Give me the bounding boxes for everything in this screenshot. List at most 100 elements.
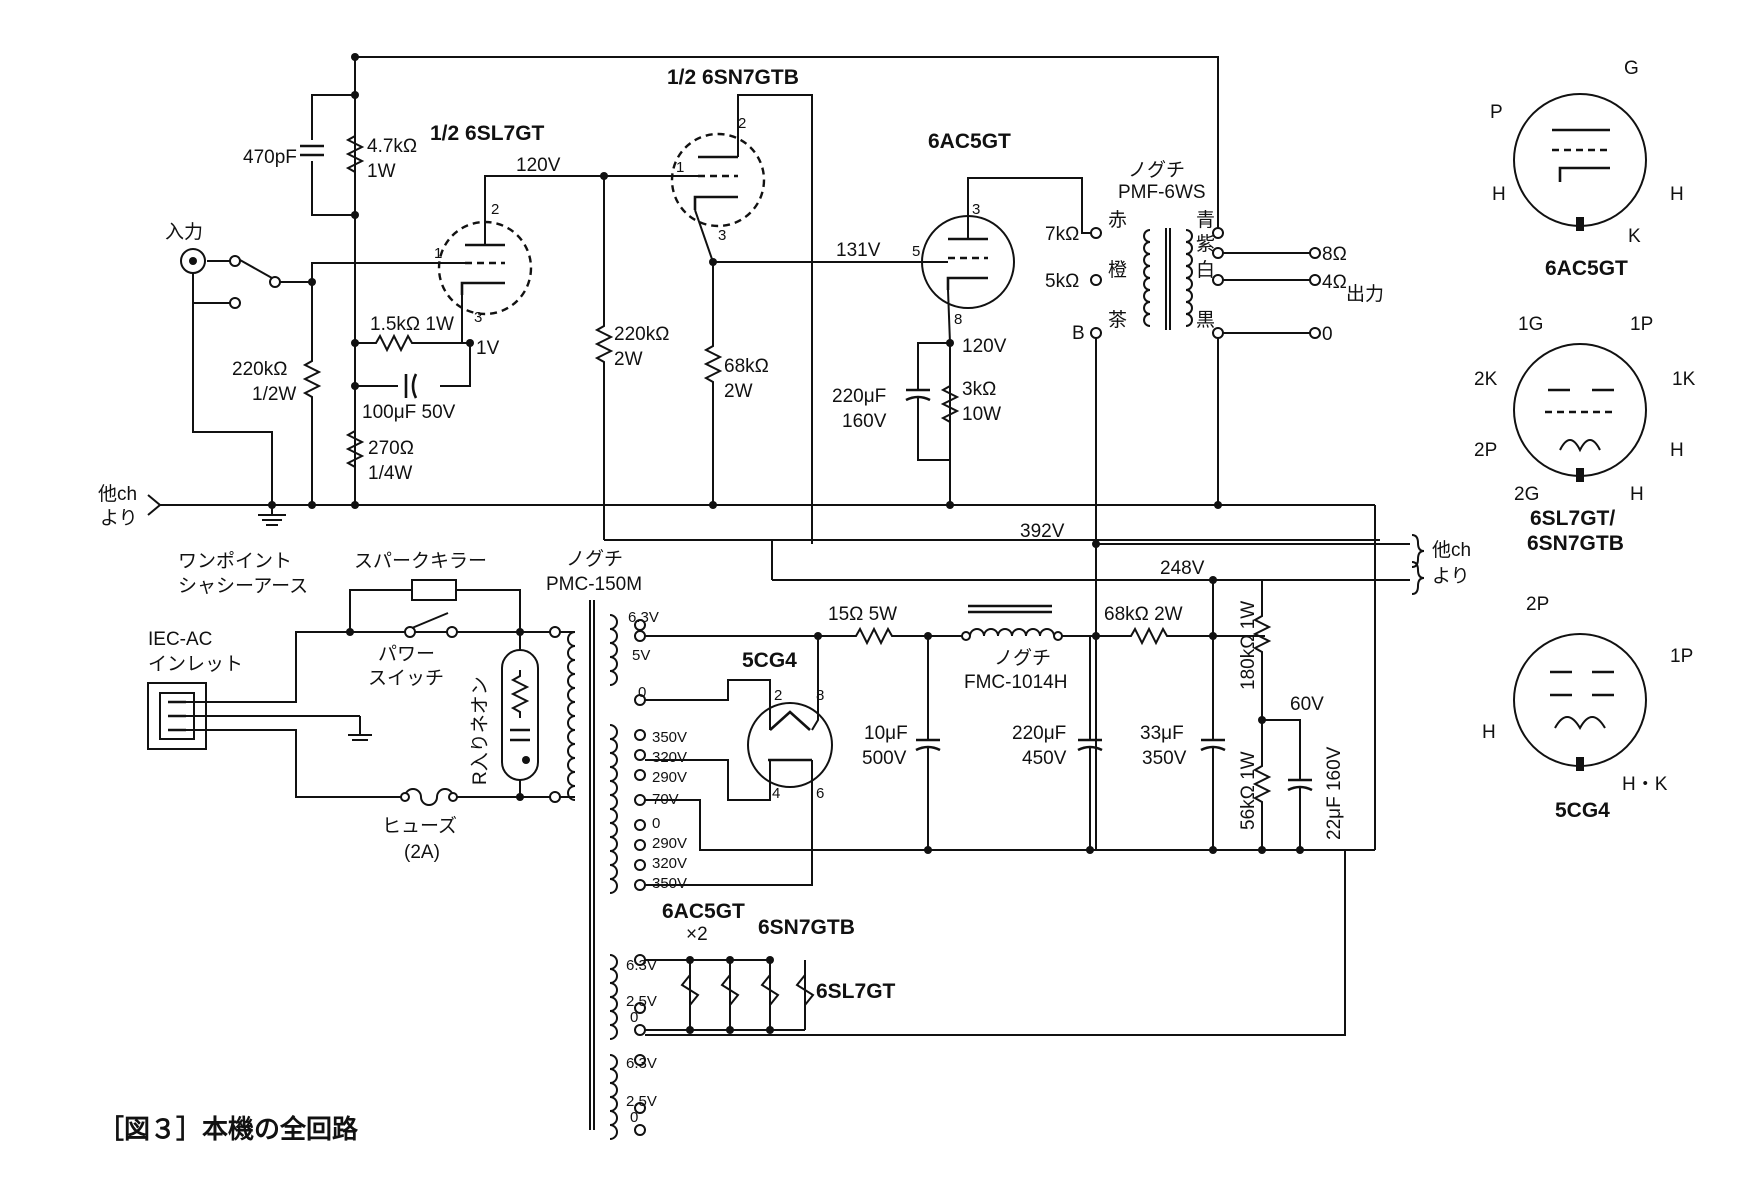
tap-0a: 0 <box>638 684 646 701</box>
r3k-watt: 10W <box>962 404 1001 425</box>
c220k-volt: 160V <box>842 411 887 432</box>
basing-2-title-1: 6SL7GT/ <box>1530 507 1615 530</box>
r220k-watt: 2W <box>614 349 643 370</box>
tap-350a: 350V <box>652 729 687 746</box>
psu-dots <box>346 628 1304 1034</box>
pin-v3-3: 3 <box>972 201 980 218</box>
basing-6ac5gt <box>1513 93 1647 231</box>
tap-320a: 320V <box>652 749 687 766</box>
basing-5cg4 <box>1513 633 1647 771</box>
heater-b-0: 0 <box>630 1109 638 1126</box>
out-0: 0 <box>1322 324 1333 345</box>
v120b-label: 120V <box>962 336 1007 357</box>
input-label: 入力 <box>165 221 203 243</box>
basing-6sl7gt <box>1513 343 1647 482</box>
v60-label: 60V <box>1290 694 1324 715</box>
choke-label-2: FMC-1014H <box>964 672 1067 693</box>
tap-320b: 320V <box>652 855 687 872</box>
r220k-in-label: 220kΩ <box>232 359 287 380</box>
pin-rect-6: 6 <box>816 785 824 802</box>
opt-brown: 茶 <box>1108 309 1127 331</box>
b3-1p: 1P <box>1670 646 1693 667</box>
pin-v2-1: 1 <box>676 159 684 176</box>
v120a-label: 120V <box>516 155 561 176</box>
opt-5k: 5kΩ <box>1045 271 1079 292</box>
pt-tap-labels: 6.3V 5V 0 350V 320V 290V 70V 0 290V 320V… <box>626 609 687 1126</box>
c33-volt: 350V <box>1142 748 1187 769</box>
c470-label: 470pF <box>243 147 297 168</box>
b3-h: H <box>1482 722 1496 743</box>
power-supply <box>147 579 1375 1140</box>
heater-label-x2: ×2 <box>686 924 708 945</box>
r3k-label: 3kΩ <box>962 379 996 400</box>
pt-maker: ノグチ <box>566 548 623 570</box>
opt-white: 白 <box>1196 259 1215 281</box>
ground-label-2: シャシーアース <box>178 576 308 597</box>
c10-label: 10μF <box>864 723 908 744</box>
c100-label: 100μF 50V <box>362 402 456 423</box>
r56k-label: 56kΩ 1W <box>1238 751 1259 830</box>
neon-label: R入りネオン <box>470 676 491 785</box>
heater-b-2v5: 2.5V <box>626 1093 657 1110</box>
out-4ohm: 4Ω <box>1322 272 1347 293</box>
c22-label: 22μF 160V <box>1324 746 1345 840</box>
pin-v3-8: 8 <box>954 311 962 328</box>
v3-title: 6AC5GT <box>928 130 1011 153</box>
opt-orange: 橙 <box>1108 259 1127 281</box>
b3-hk: H・K <box>1622 774 1668 795</box>
opt-maker: ノグチ <box>1128 159 1185 181</box>
r180k-label: 180kΩ 1W <box>1238 601 1259 690</box>
opt-model: PMF-6WS <box>1118 182 1206 203</box>
r220k-in-watt: 1/2W <box>252 384 296 405</box>
opt-blue: 青 <box>1196 209 1215 231</box>
b2-2g: 2G <box>1514 484 1539 505</box>
rectifier-title: 5CG4 <box>742 649 797 672</box>
out-label: 出力 <box>1346 283 1384 305</box>
b2-1k: 1K <box>1672 369 1696 390</box>
fuse-rating: (2A) <box>404 842 440 863</box>
tap-290a: 290V <box>652 769 687 786</box>
b1-h1: H <box>1492 184 1506 205</box>
ground-label-1: ワンポイント <box>178 550 292 572</box>
pin-v1-1: 1 <box>434 245 442 262</box>
b2-h2: H <box>1630 484 1644 505</box>
heater-a-2v5: 2.5V <box>626 993 657 1010</box>
pin-v1-3: 3 <box>474 309 482 326</box>
tap-350b: 350V <box>652 875 687 892</box>
r270-label: 270Ω <box>368 438 414 459</box>
b2-h1: H <box>1670 440 1684 461</box>
v248-label: 248V <box>1160 558 1205 579</box>
opt-purple: 紫 <box>1196 233 1215 255</box>
tap-290b: 290V <box>652 835 687 852</box>
r15k-label: 1.5kΩ 1W <box>370 314 454 335</box>
figure-caption: ［図３］本機の全回路 <box>98 1114 359 1144</box>
heater-label-6sl7gt: 6SL7GT <box>816 980 896 1003</box>
tap-5v: 5V <box>632 647 650 664</box>
r68k-watt: 2W <box>724 381 753 402</box>
fuse-label: ヒューズ <box>382 815 457 837</box>
output-transformer <box>1090 227 1321 850</box>
b1-h2: H <box>1670 184 1684 205</box>
b1-k: K <box>1628 226 1641 247</box>
tap-70: 70V <box>652 791 679 808</box>
basing-1-title: 6AC5GT <box>1545 257 1628 280</box>
pin-rect-4: 4 <box>772 785 780 802</box>
killer-label: スパークキラー <box>354 550 487 572</box>
c220k-label: 220μF <box>832 386 886 407</box>
opt-7k: 7kΩ <box>1045 224 1079 245</box>
b1-p: P <box>1490 102 1503 123</box>
heater-label-6ac5gt: 6AC5GT <box>662 900 745 923</box>
opt-black: 黒 <box>1196 310 1215 331</box>
r15-label: 15Ω 5W <box>828 604 897 625</box>
v1v-label: 1V <box>476 338 500 359</box>
b1-g: G <box>1624 58 1639 79</box>
r47k-label: 4.7kΩ <box>367 136 417 157</box>
other-ch-out-2: より <box>1432 566 1470 587</box>
heater-label-6sn7gtb: 6SN7GTB <box>758 916 855 939</box>
b2-2p: 2P <box>1474 440 1497 461</box>
pin-v1-2: 2 <box>491 201 499 218</box>
b2-1p: 1P <box>1630 314 1653 335</box>
choke-label-1: ノグチ <box>994 647 1051 669</box>
r47k-watt: 1W <box>367 161 396 182</box>
